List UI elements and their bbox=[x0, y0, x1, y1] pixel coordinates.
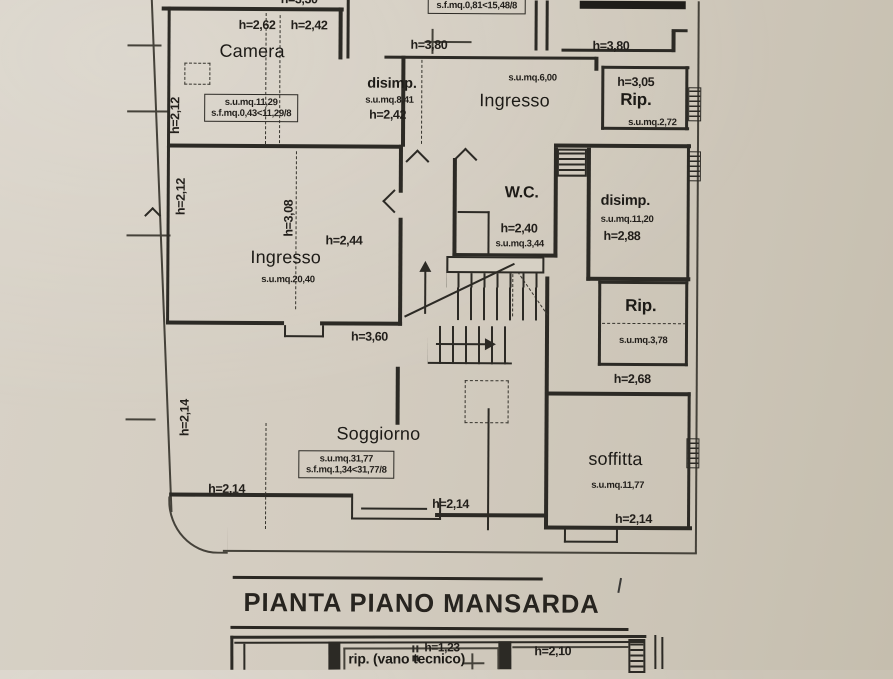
dimension-tick bbox=[471, 653, 473, 669]
wall bbox=[230, 636, 233, 670]
height-label: h=1,23 bbox=[424, 640, 459, 654]
wall-hatched bbox=[628, 639, 645, 673]
wall bbox=[498, 641, 511, 669]
wall bbox=[230, 635, 646, 639]
wall bbox=[661, 637, 663, 669]
height-label: h=2,10 bbox=[534, 644, 571, 658]
wall bbox=[243, 644, 245, 670]
wall bbox=[328, 642, 340, 670]
room-outline bbox=[497, 647, 499, 669]
room-outline bbox=[343, 648, 345, 670]
wall bbox=[654, 635, 656, 669]
room-outline bbox=[343, 647, 499, 649]
